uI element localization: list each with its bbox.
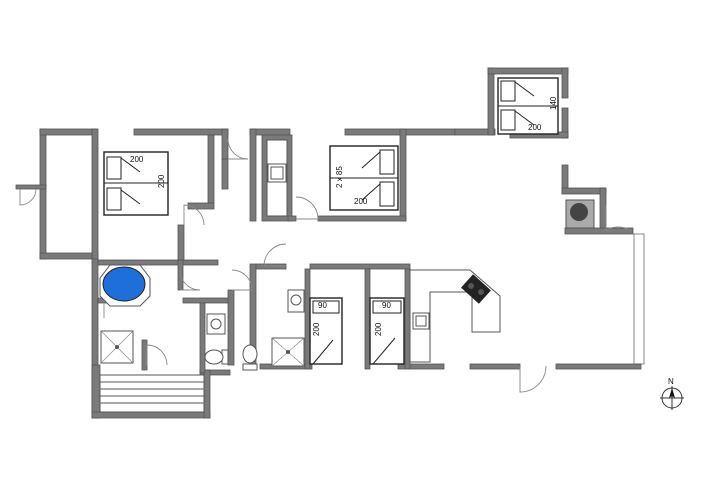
bed-width-label: 90 — [382, 301, 391, 310]
compass-icon: N — [660, 377, 684, 410]
bed-width-label: 140 — [549, 96, 558, 110]
bed-length-label: 200 — [374, 322, 383, 336]
terrace-steps — [99, 374, 205, 413]
bed-length-label: 200 — [354, 197, 368, 206]
bed-width-label: 2 x 85 — [335, 166, 344, 188]
bedroom-b: 2 x 85 200 — [329, 145, 399, 211]
bed-length-label: 200 — [157, 174, 166, 188]
bedroom-c: 140 200 — [497, 77, 559, 135]
fireplace-icon — [565, 199, 595, 229]
north-label: N — [668, 377, 674, 386]
door-swings — [103, 138, 631, 393]
bed-length-label: 200 — [312, 322, 321, 336]
exterior-walls — [15, 67, 645, 419]
bedroom-a: 200 200 — [103, 151, 169, 216]
stove-icon — [461, 274, 491, 304]
bed-length-label: 200 — [528, 123, 542, 132]
bunk-room-1: 90 200 — [309, 297, 343, 365]
bed-width-label: 200 — [130, 155, 144, 164]
toilet-icon — [242, 344, 258, 371]
bed-width-label: 90 — [318, 301, 327, 310]
kitchen — [409, 269, 501, 363]
toilet-icon — [204, 349, 229, 365]
bunk-room-2: 90 200 — [369, 297, 405, 365]
bathrooms — [99, 163, 305, 371]
